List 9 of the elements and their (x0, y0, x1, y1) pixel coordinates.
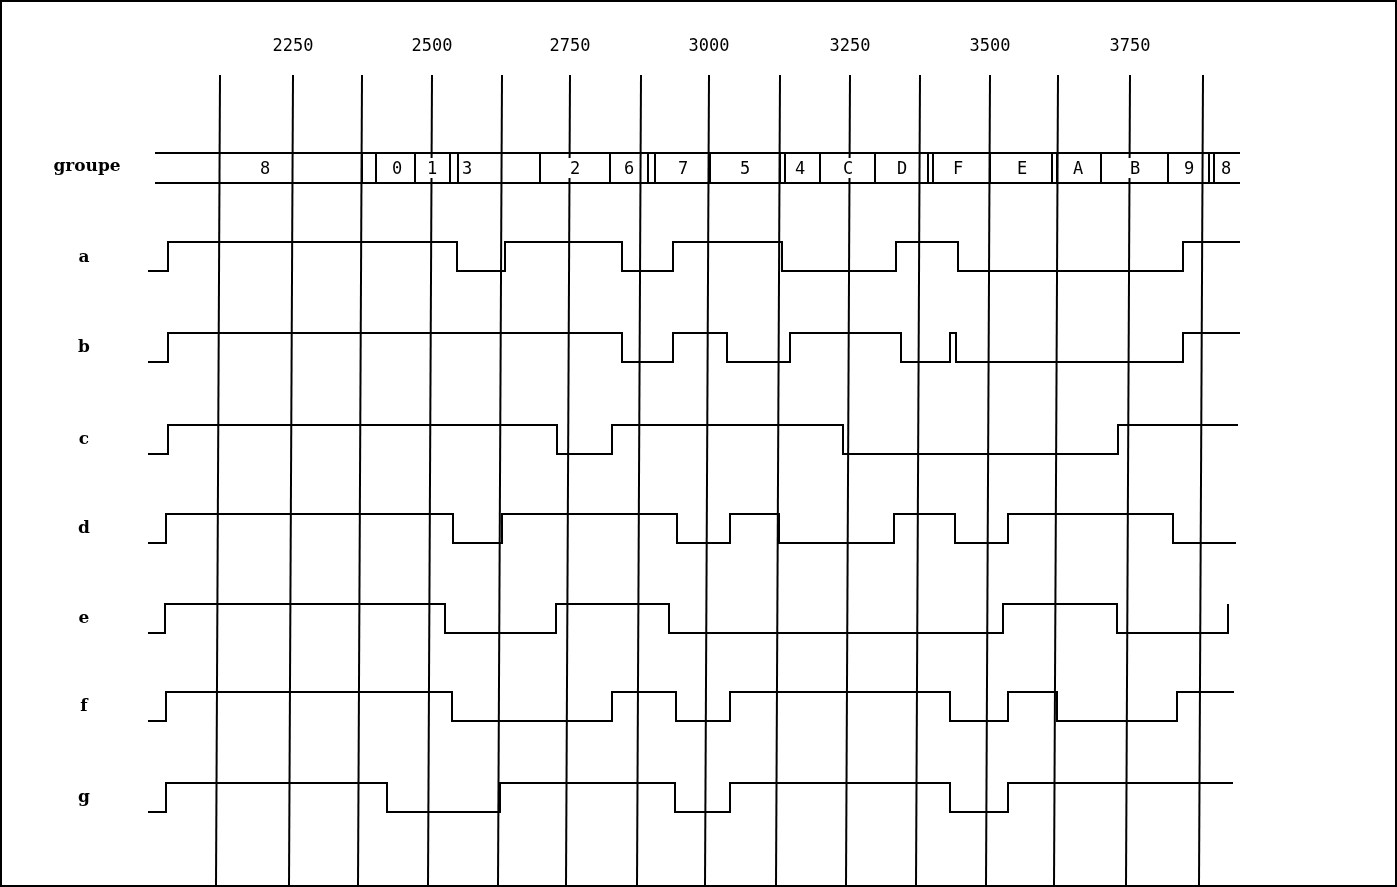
row-label: groupe (52, 155, 122, 175)
signal-label: c (77, 428, 91, 448)
group-value: B (1127, 158, 1143, 178)
signal-label: f (79, 695, 90, 715)
signal-label: e (77, 607, 91, 627)
signal-label: b (77, 336, 91, 356)
signal-label: g (77, 786, 91, 806)
signal-label: d (77, 517, 91, 537)
signal-label: a (77, 246, 91, 266)
